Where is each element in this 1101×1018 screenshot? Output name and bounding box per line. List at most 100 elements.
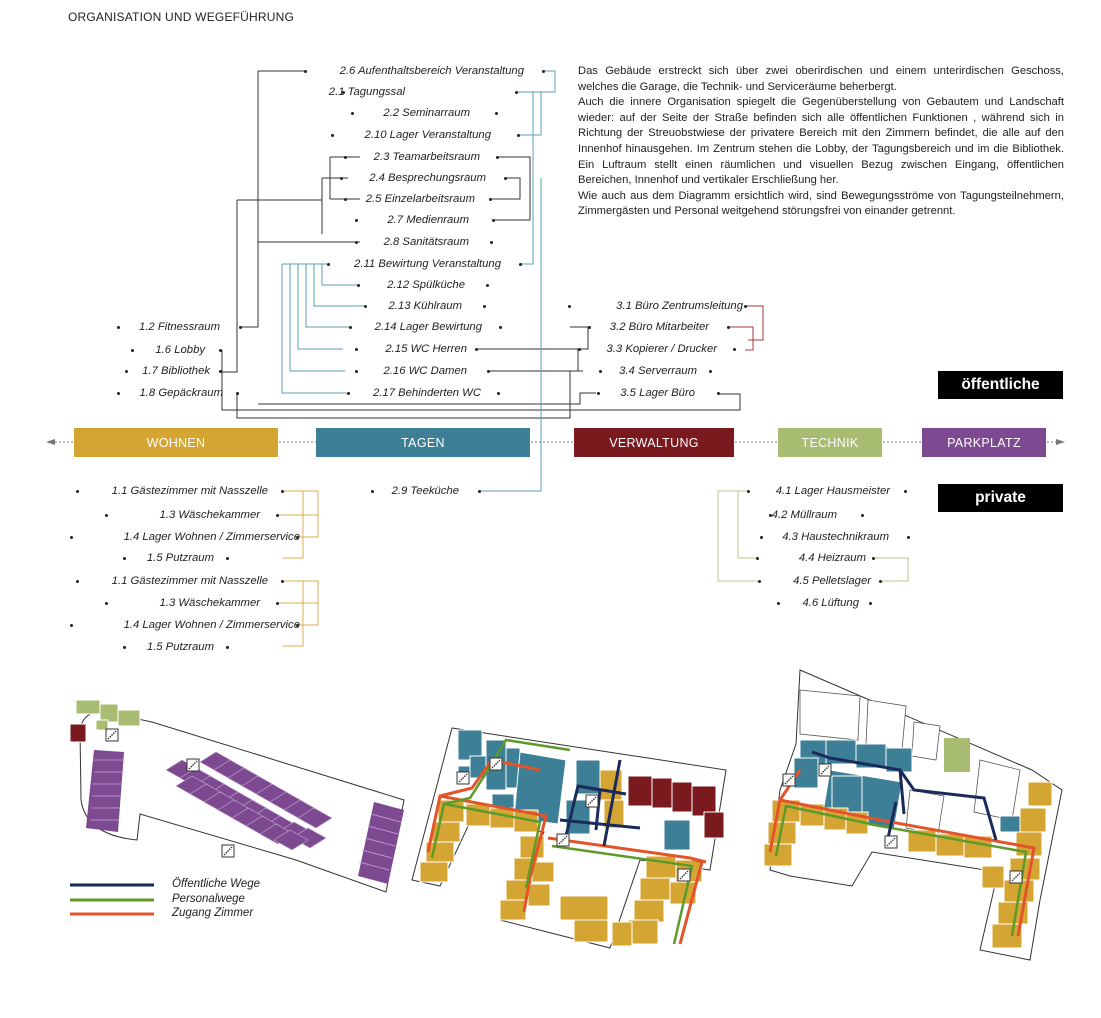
category-tagen: TAGEN: [316, 428, 530, 457]
bullet-dot: [744, 305, 747, 308]
stair-icon: [818, 763, 832, 777]
bullet-dot: [499, 326, 502, 329]
bullet-dot: [872, 557, 875, 560]
room-label: 2.2 Seminarraum: [383, 107, 470, 119]
bullet-dot: [219, 349, 222, 352]
bullet-dot: [709, 370, 712, 373]
room-label: 2.12 Spülküche: [387, 279, 465, 291]
bullet-dot: [495, 112, 498, 115]
room-label: 4.3 Haustechnikraum: [782, 531, 889, 543]
room-label: 3.2 Büro Mitarbeiter: [609, 321, 709, 333]
stair-icon: [105, 728, 119, 742]
bullet-dot: [340, 177, 343, 180]
stair-icon: [585, 794, 599, 808]
bullet-dot: [355, 219, 358, 222]
bullet-dot: [588, 326, 591, 329]
room-label: 3.5 Lager Büro: [620, 387, 695, 399]
room-label: 1.1 Gästezimmer mit Nasszelle: [111, 575, 268, 587]
bullet-dot: [76, 490, 79, 493]
bullet-dot: [355, 241, 358, 244]
room-label: 3.3 Kopierer / Drucker: [606, 343, 717, 355]
room-label: 2.15 WC Herren: [385, 343, 467, 355]
category-wohnen: WOHNEN: [74, 428, 278, 457]
room-label: 2.14 Lager Bewirtung: [374, 321, 482, 333]
bullet-dot: [296, 536, 299, 539]
room-label: 4.4 Heizraum: [798, 552, 866, 564]
room-label: 4.2 Müllraum: [771, 509, 837, 521]
stair-icon: [556, 833, 570, 847]
bullet-dot: [123, 646, 126, 649]
room-label: 4.6 Lüftung: [802, 597, 859, 609]
bullet-dot: [769, 514, 772, 517]
room-label: 2.5 Einzelarbeitsraum: [365, 193, 475, 205]
room-label: 1.1 Gästezimmer mit Nasszelle: [111, 485, 268, 497]
bullet-dot: [125, 370, 128, 373]
legend-staff-paths: Personalwege: [172, 893, 245, 905]
bullet-dot: [105, 514, 108, 517]
room-label: 1.2 Fitnessraum: [139, 321, 220, 333]
bullet-dot: [515, 91, 518, 94]
bullet-dot: [568, 305, 571, 308]
room-label: 1.4 Lager Wohnen / Zimmerservice: [123, 531, 300, 543]
room-label: 1.5 Putzraum: [146, 552, 214, 564]
bullet-dot: [276, 514, 279, 517]
bullet-dot: [907, 536, 910, 539]
stair-icon: [489, 757, 503, 771]
bullet-dot: [327, 263, 330, 266]
room-label: 1.7 Bibliothek: [142, 365, 210, 377]
bullet-dot: [869, 602, 872, 605]
description-paragraph-2: Auch die innere Organisation spiegelt di…: [578, 96, 1064, 187]
bullet-dot: [226, 646, 229, 649]
bullet-dot: [599, 370, 602, 373]
bullet-dot: [239, 326, 242, 329]
bullet-dot: [496, 156, 499, 159]
floor-plan-ground: [411, 727, 727, 949]
bullet-dot: [486, 284, 489, 287]
bullet-dot: [879, 580, 882, 583]
bullet-dot: [131, 349, 134, 352]
room-label: 3.4 Serverraum: [619, 365, 697, 377]
bullet-dot: [364, 305, 367, 308]
room-label: 2.16 WC Damen: [383, 365, 467, 377]
bullet-dot: [597, 392, 600, 395]
description-paragraph-3: Wie auch aus dem Diagramm ersichtlich wi…: [578, 189, 1064, 218]
bullet-dot: [226, 557, 229, 560]
room-label: 2.8 Sanitätsraum: [383, 236, 469, 248]
bullet-dot: [331, 134, 334, 137]
room-label: 2.4 Besprechungsraum: [369, 172, 486, 184]
stair-icon: [221, 844, 235, 858]
room-label: 2.3 Teamarbeitsraum: [373, 151, 480, 163]
category-technik: TECHNIK: [778, 428, 882, 457]
stair-icon: [456, 771, 470, 785]
bullet-dot: [117, 392, 120, 395]
bullet-dot: [371, 490, 374, 493]
bullet-dot: [70, 536, 73, 539]
room-label: 2.17 Behinderten WC: [372, 387, 481, 399]
bullet-dot: [489, 198, 492, 201]
bullet-dot: [578, 348, 581, 351]
room-label: 2.6 Aufenthaltsbereich Veranstaltung: [339, 65, 524, 77]
bullet-dot: [344, 156, 347, 159]
bullet-dot: [70, 624, 73, 627]
page-title: ORGANISATION UND WEGEFÜHRUNG: [68, 10, 295, 24]
bullet-dot: [349, 326, 352, 329]
bullet-dot: [758, 580, 761, 583]
private-tag: private: [938, 484, 1063, 512]
description-text: Das Gebäude erstreckt sich über zwei obe…: [578, 64, 1064, 220]
legend-room-access: Zugang Zimmer: [172, 907, 254, 919]
room-label: 4.5 Pelletslager: [793, 575, 871, 587]
room-label: 2.9 Teeküche: [391, 485, 459, 497]
bullet-dot: [861, 514, 864, 517]
bullet-dot: [497, 392, 500, 395]
bullet-dot: [727, 326, 730, 329]
room-label: 1.6 Lobby: [155, 344, 205, 356]
bullet-dot: [487, 370, 490, 373]
stair-icon: [186, 758, 200, 772]
bullet-dot: [281, 580, 284, 583]
description-paragraph-1: Das Gebäude erstreckt sich über zwei obe…: [578, 65, 1064, 93]
bullet-dot: [281, 490, 284, 493]
bullet-dot: [517, 134, 520, 137]
bullet-dot: [475, 348, 478, 351]
room-label: 2.10 Lager Veranstaltung: [364, 129, 491, 141]
